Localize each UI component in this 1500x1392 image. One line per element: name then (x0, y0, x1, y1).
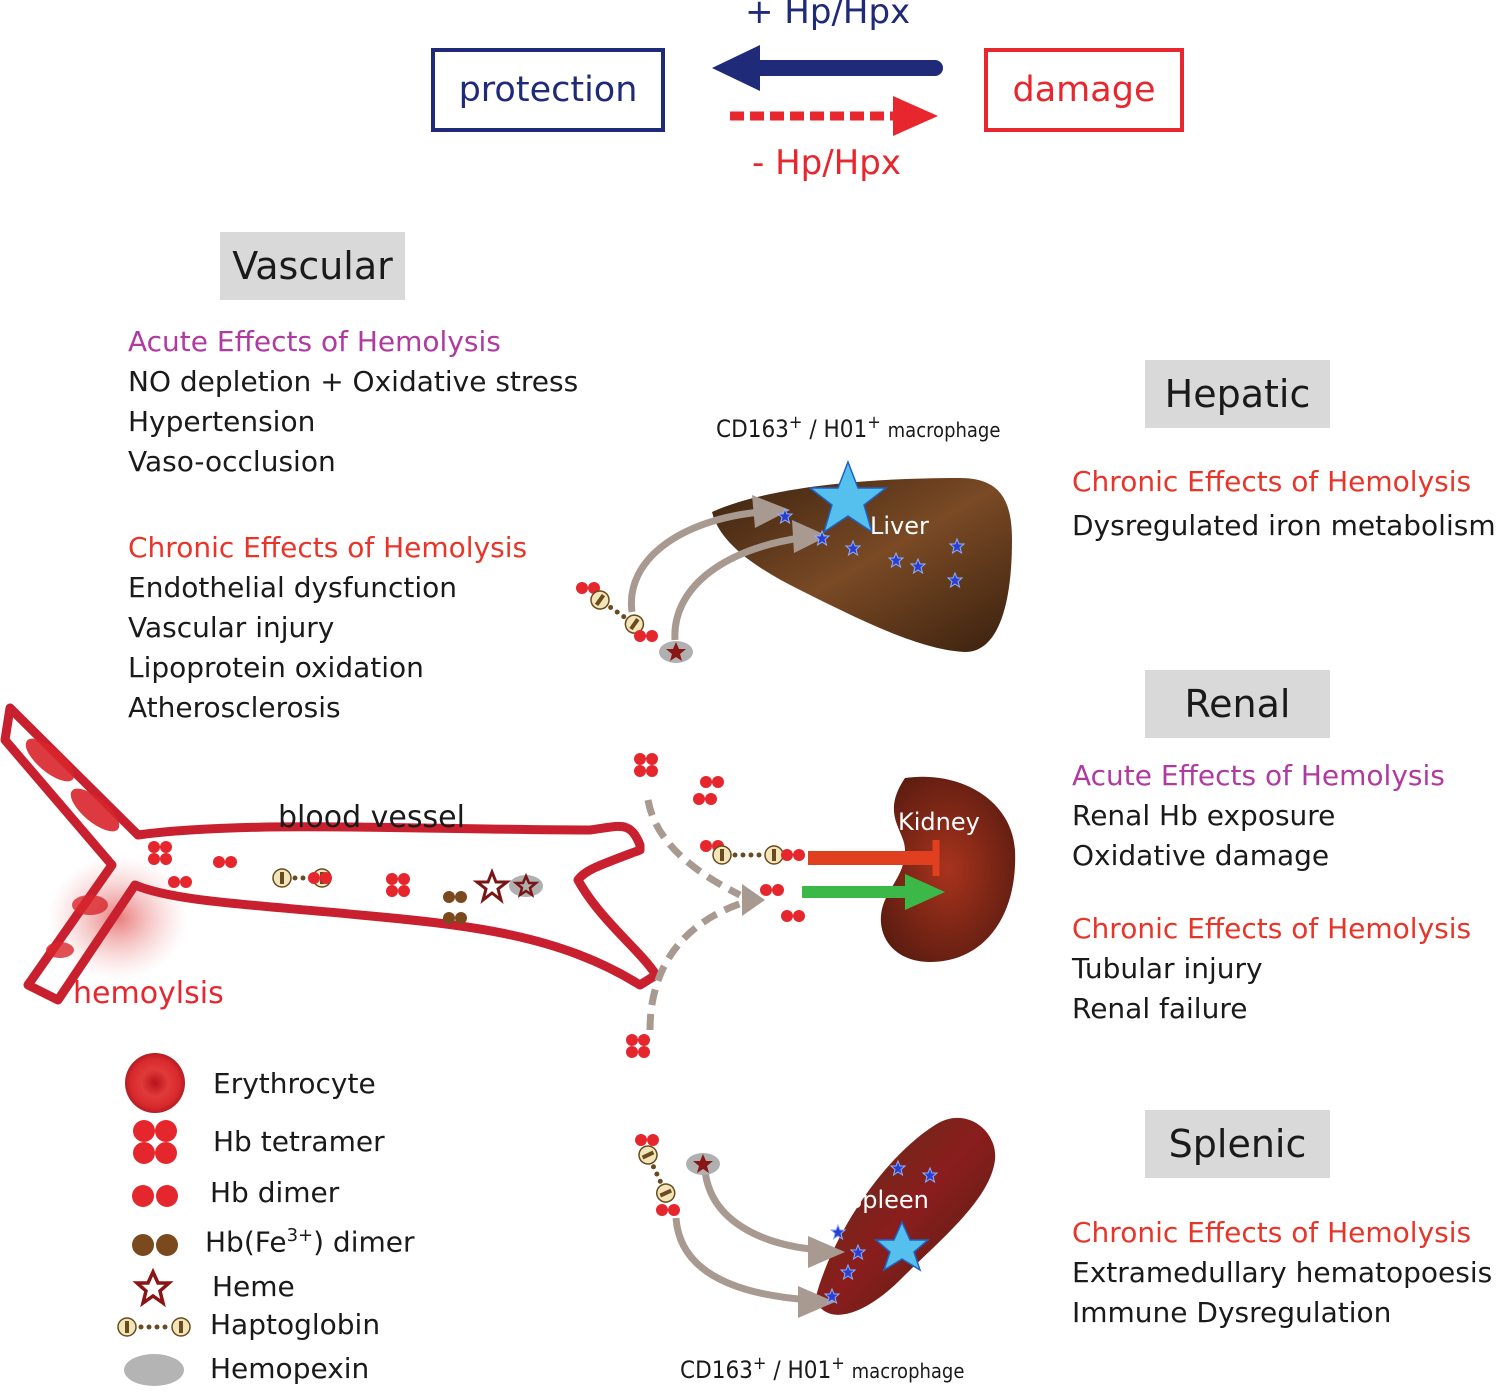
vascular-chronic-item: Endothelial dysfunction (128, 571, 457, 604)
macrophage-sep: / (773, 1356, 781, 1384)
legend-haptoglobin-label: Haptoglobin (210, 1308, 381, 1341)
protection-arrow-head (712, 45, 760, 91)
legend-tetramer-label: Hb tetramer (213, 1125, 385, 1158)
renal-chronic-item: Tubular injury (1072, 952, 1263, 985)
macrophage-h01: H01 (823, 415, 868, 443)
vascular-acute-item: Hypertension (128, 405, 316, 438)
legend-heme-label: Heme (212, 1270, 295, 1303)
legend-tetramer-icon (133, 1120, 177, 1164)
renal-chronic-header: Chronic Effects of Hemolysis (1072, 912, 1472, 945)
vascular-chronic-item: Atherosclerosis (128, 691, 341, 724)
macrophage-sep: / (809, 415, 817, 443)
vascular-effects: Acute Effects of Hemolysis NO depletion … (128, 322, 578, 482)
legend-fe3-sup: 3+ (286, 1225, 314, 1246)
splenic-chronic-header: Chronic Effects of Hemolysis (1072, 1216, 1472, 1249)
renal-acute-item: Oxidative damage (1072, 839, 1330, 872)
legend-fe3-post: ) dimer (313, 1225, 415, 1259)
macrophage-sup: + (788, 412, 803, 433)
renal-acute-header: Acute Effects of Hemolysis (1072, 759, 1445, 792)
legend-hemopexin-icon (124, 1354, 184, 1386)
legend-haptoglobin-icon (117, 1317, 191, 1337)
legend-fe3-dimer-icon (132, 1234, 178, 1256)
splenic-title: Splenic (1145, 1110, 1330, 1178)
macrophage-cd163: CD163 (716, 415, 789, 443)
splenic-effects: Chronic Effects of Hemolysis Extramedull… (1072, 1213, 1492, 1333)
liver-label: Liver (870, 512, 929, 540)
legend-hemopexin-label: Hemopexin (210, 1352, 370, 1385)
damage-box: damage (984, 48, 1184, 132)
vascular-chronic-item: Lipoprotein oxidation (128, 651, 424, 684)
kidney-shape (880, 776, 1016, 962)
vascular-chronic-item: Vascular injury (128, 611, 335, 644)
hepatic-chronic-item: Dysregulated iron metabolism (1072, 509, 1496, 542)
macrophage-word: macrophage (851, 1359, 965, 1383)
legend-fe3-dimer-label: Hb(Fe3+) dimer (205, 1225, 415, 1258)
renal-chronic-effects: Chronic Effects of Hemolysis Tubular inj… (1072, 909, 1471, 1029)
splenic-chronic-item: Extramedullary hematopoesis (1072, 1256, 1493, 1289)
macrophage-label-bottom: CD163+ / H01+ macrophage (680, 1353, 964, 1384)
splenic-chronic-item: Immune Dysregulation (1072, 1296, 1392, 1329)
macrophage-h01: H01 (787, 1356, 832, 1384)
macrophage-sup: + (752, 1353, 767, 1374)
protection-label: protection (458, 70, 638, 110)
hepatic-title: Hepatic (1145, 360, 1330, 428)
vascular-acute-item: NO depletion + Oxidative stress (128, 365, 579, 398)
renal-chronic-item: Renal failure (1072, 992, 1248, 1025)
macrophage-sup: + (831, 1353, 845, 1374)
legend-dimer-label: Hb dimer (210, 1176, 340, 1209)
legend-erythrocyte-label: Erythrocyte (213, 1067, 376, 1100)
hemolysis-label: hemoylsis (73, 976, 224, 1011)
damage-label: damage (1012, 70, 1156, 110)
macrophage-cd163: CD163 (680, 1356, 753, 1384)
blood-vessel-outline (0, 703, 661, 1005)
renal-title: Renal (1145, 670, 1330, 738)
renal-acute-effects: Acute Effects of Hemolysis Renal Hb expo… (1072, 756, 1445, 876)
hepatic-chronic-header: Chronic Effects of Hemolysis (1072, 465, 1472, 498)
kidney-label: Kidney (898, 808, 980, 836)
damage-arrow-head (893, 96, 938, 136)
plus-hp-hpx-label: + Hp/Hpx (745, 0, 911, 32)
vascular-title: Vascular (220, 232, 405, 300)
macrophage-label-top: CD163+ / H01+ macrophage (716, 412, 1000, 443)
macrophage-word: macrophage (887, 418, 1001, 442)
blood-vessel-label: blood vessel (278, 800, 465, 835)
legend-dimer-icon (132, 1185, 178, 1207)
vascular-chronic-header: Chronic Effects of Hemolysis (128, 531, 528, 564)
spleen-label: Spleen (847, 1186, 929, 1214)
hepatic-effects: Chronic Effects of Hemolysis Dysregulate… (1072, 460, 1496, 548)
spleen-shape (815, 1117, 996, 1315)
renal-acute-item: Renal Hb exposure (1072, 799, 1336, 832)
vascular-chronic-effects: Chronic Effects of Hemolysis Endothelial… (128, 528, 527, 728)
macrophage-sup: + (867, 412, 881, 433)
vascular-acute-item: Vaso-occlusion (128, 445, 336, 478)
protection-box: protection (431, 48, 665, 132)
minus-hp-hpx-label: - Hp/Hpx (752, 143, 901, 183)
legend-erythrocyte-icon (125, 1053, 185, 1113)
legend-fe3-pre: Hb(Fe (205, 1225, 287, 1259)
legend-heme-icon (132, 1267, 174, 1308)
vascular-acute-header: Acute Effects of Hemolysis (128, 325, 501, 358)
